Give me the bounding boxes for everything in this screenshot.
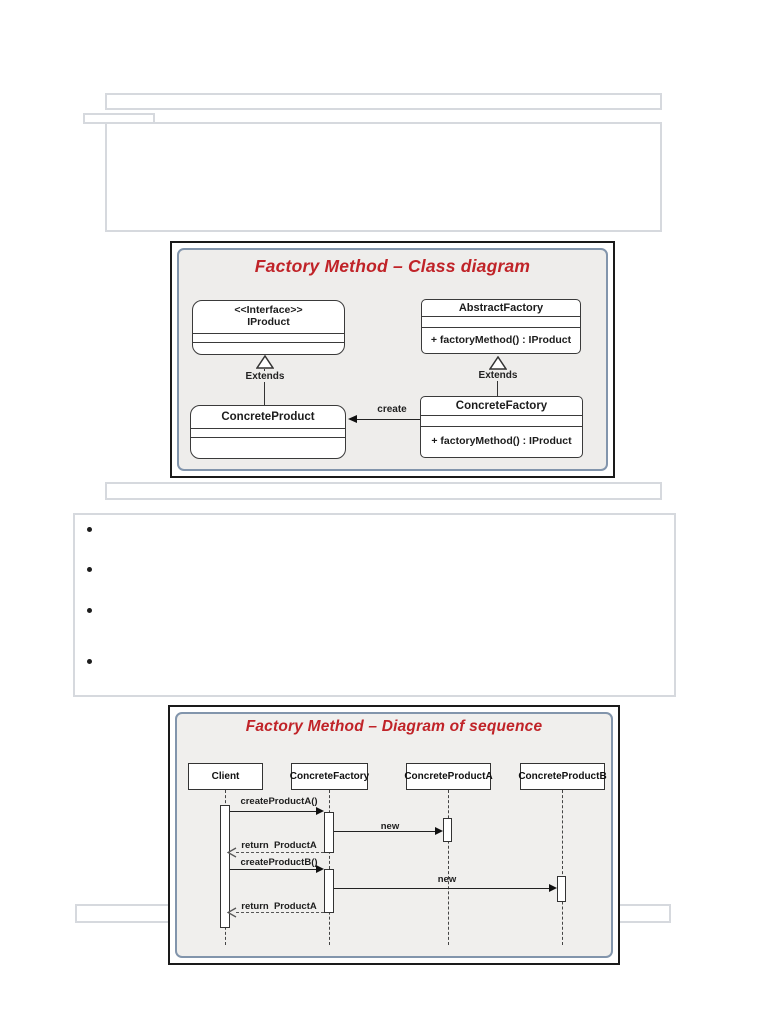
activation-concretefactory-1 xyxy=(324,812,334,853)
message-new-b-label: new xyxy=(437,874,457,885)
concretefactory-method: + factoryMethod() : IProduct xyxy=(431,435,572,447)
extends-label-right: Extends xyxy=(468,370,528,381)
class-box-concreteproduct: ConcreteProduct xyxy=(190,405,346,459)
sequence-diagram-panel xyxy=(175,712,613,958)
message-createproducta-line xyxy=(230,811,316,812)
message-new-a-line xyxy=(334,831,435,832)
compartment-divider xyxy=(421,426,582,427)
message-new-b-line xyxy=(334,888,549,889)
open-arrowhead-icon xyxy=(227,907,237,918)
bullet-list-box xyxy=(73,513,676,697)
bullet-dot xyxy=(87,608,92,613)
message-return-b-label: return ProductA xyxy=(241,901,317,912)
bullet-dot xyxy=(87,659,92,664)
extends-label-left: Extends xyxy=(235,371,295,382)
filled-arrowhead-icon xyxy=(549,884,557,892)
class-box-abstractfactory: AbstractFactory + factoryMethod() : IPro… xyxy=(421,299,581,354)
extends-line-right xyxy=(497,370,498,396)
lifeline-dashes-concreteproducta xyxy=(448,790,449,945)
filled-arrowhead-icon xyxy=(316,865,324,873)
activation-concreteproductb xyxy=(557,876,566,902)
text-placeholder-middle-bar xyxy=(105,482,662,500)
class-diagram-figure: Factory Method – Class diagram <<Interfa… xyxy=(170,241,615,478)
generalization-triangle-icon xyxy=(256,355,274,369)
compartment-divider xyxy=(193,342,344,343)
bullet-dot xyxy=(87,527,92,532)
generalization-triangle-icon xyxy=(489,356,507,370)
compartment-divider xyxy=(191,428,345,429)
compartment-divider xyxy=(193,333,344,334)
concretefactory-empty-compartment xyxy=(421,416,582,426)
bullet-dot xyxy=(87,567,92,572)
activation-concretefactory-2 xyxy=(324,869,334,913)
concreteproduct-empty-compartment xyxy=(191,429,345,437)
activation-concreteproducta xyxy=(443,818,452,842)
class-box-concretefactory: ConcreteFactory + factoryMethod() : IPro… xyxy=(420,396,583,458)
compartment-divider xyxy=(191,437,345,438)
lifeline-dashes-concretefactory xyxy=(329,790,330,945)
lifeline-client: Client xyxy=(188,763,263,790)
class-box-iproduct: <<Interface>> IProduct xyxy=(192,300,345,355)
open-arrowhead-icon xyxy=(227,847,237,858)
message-createproducta-label: createProductA() xyxy=(240,796,318,807)
message-return-b-line xyxy=(236,912,324,913)
message-return-a-line xyxy=(236,852,324,853)
lifeline-dashes-concreteproductb xyxy=(562,790,563,945)
class-diagram-title: Factory Method – Class diagram xyxy=(254,256,531,276)
compartment-divider xyxy=(422,316,580,317)
text-placeholder-intro-box xyxy=(105,122,662,232)
iproduct-stereotype: <<Interface>> xyxy=(234,304,303,316)
text-placeholder-top-bar xyxy=(105,93,662,110)
create-arrow-line xyxy=(357,419,420,420)
message-return-a-label: return ProductA xyxy=(241,840,317,851)
concreteproduct-empty-compartment xyxy=(191,438,345,458)
filled-arrowhead-icon xyxy=(316,807,324,815)
sequence-diagram-title: Factory Method – Diagram of sequence xyxy=(245,718,543,735)
iproduct-empty-compartment xyxy=(193,334,344,342)
activation-client xyxy=(220,805,230,928)
compartment-divider xyxy=(421,415,582,416)
extends-line-left xyxy=(264,369,265,405)
create-label: create xyxy=(377,404,407,415)
filled-arrowhead-icon xyxy=(435,827,443,835)
message-createproductb-line xyxy=(230,869,316,870)
iproduct-empty-compartment xyxy=(193,343,344,354)
concretefactory-name: ConcreteFactory xyxy=(455,400,548,412)
abstractfactory-name: AbstractFactory xyxy=(458,302,544,314)
lifeline-concretefactory: ConcreteFactory xyxy=(290,763,369,790)
message-new-a-label: new xyxy=(380,821,400,832)
text-placeholder-small-box xyxy=(83,113,155,124)
create-arrowhead-icon xyxy=(348,415,357,423)
message-createproductb-label: createProductB() xyxy=(240,857,318,868)
abstractfactory-method: + factoryMethod() : IProduct xyxy=(430,334,572,346)
abstractfactory-empty-compartment xyxy=(422,317,580,327)
concreteproduct-name: ConcreteProduct xyxy=(221,411,315,423)
lifeline-concreteproducta: ConcreteProductA xyxy=(404,763,493,790)
lifeline-concreteproductb: ConcreteProductB xyxy=(518,763,607,790)
compartment-divider xyxy=(422,327,580,328)
sequence-diagram-figure: Factory Method – Diagram of sequence Cli… xyxy=(168,705,620,965)
iproduct-name: IProduct xyxy=(247,316,290,328)
